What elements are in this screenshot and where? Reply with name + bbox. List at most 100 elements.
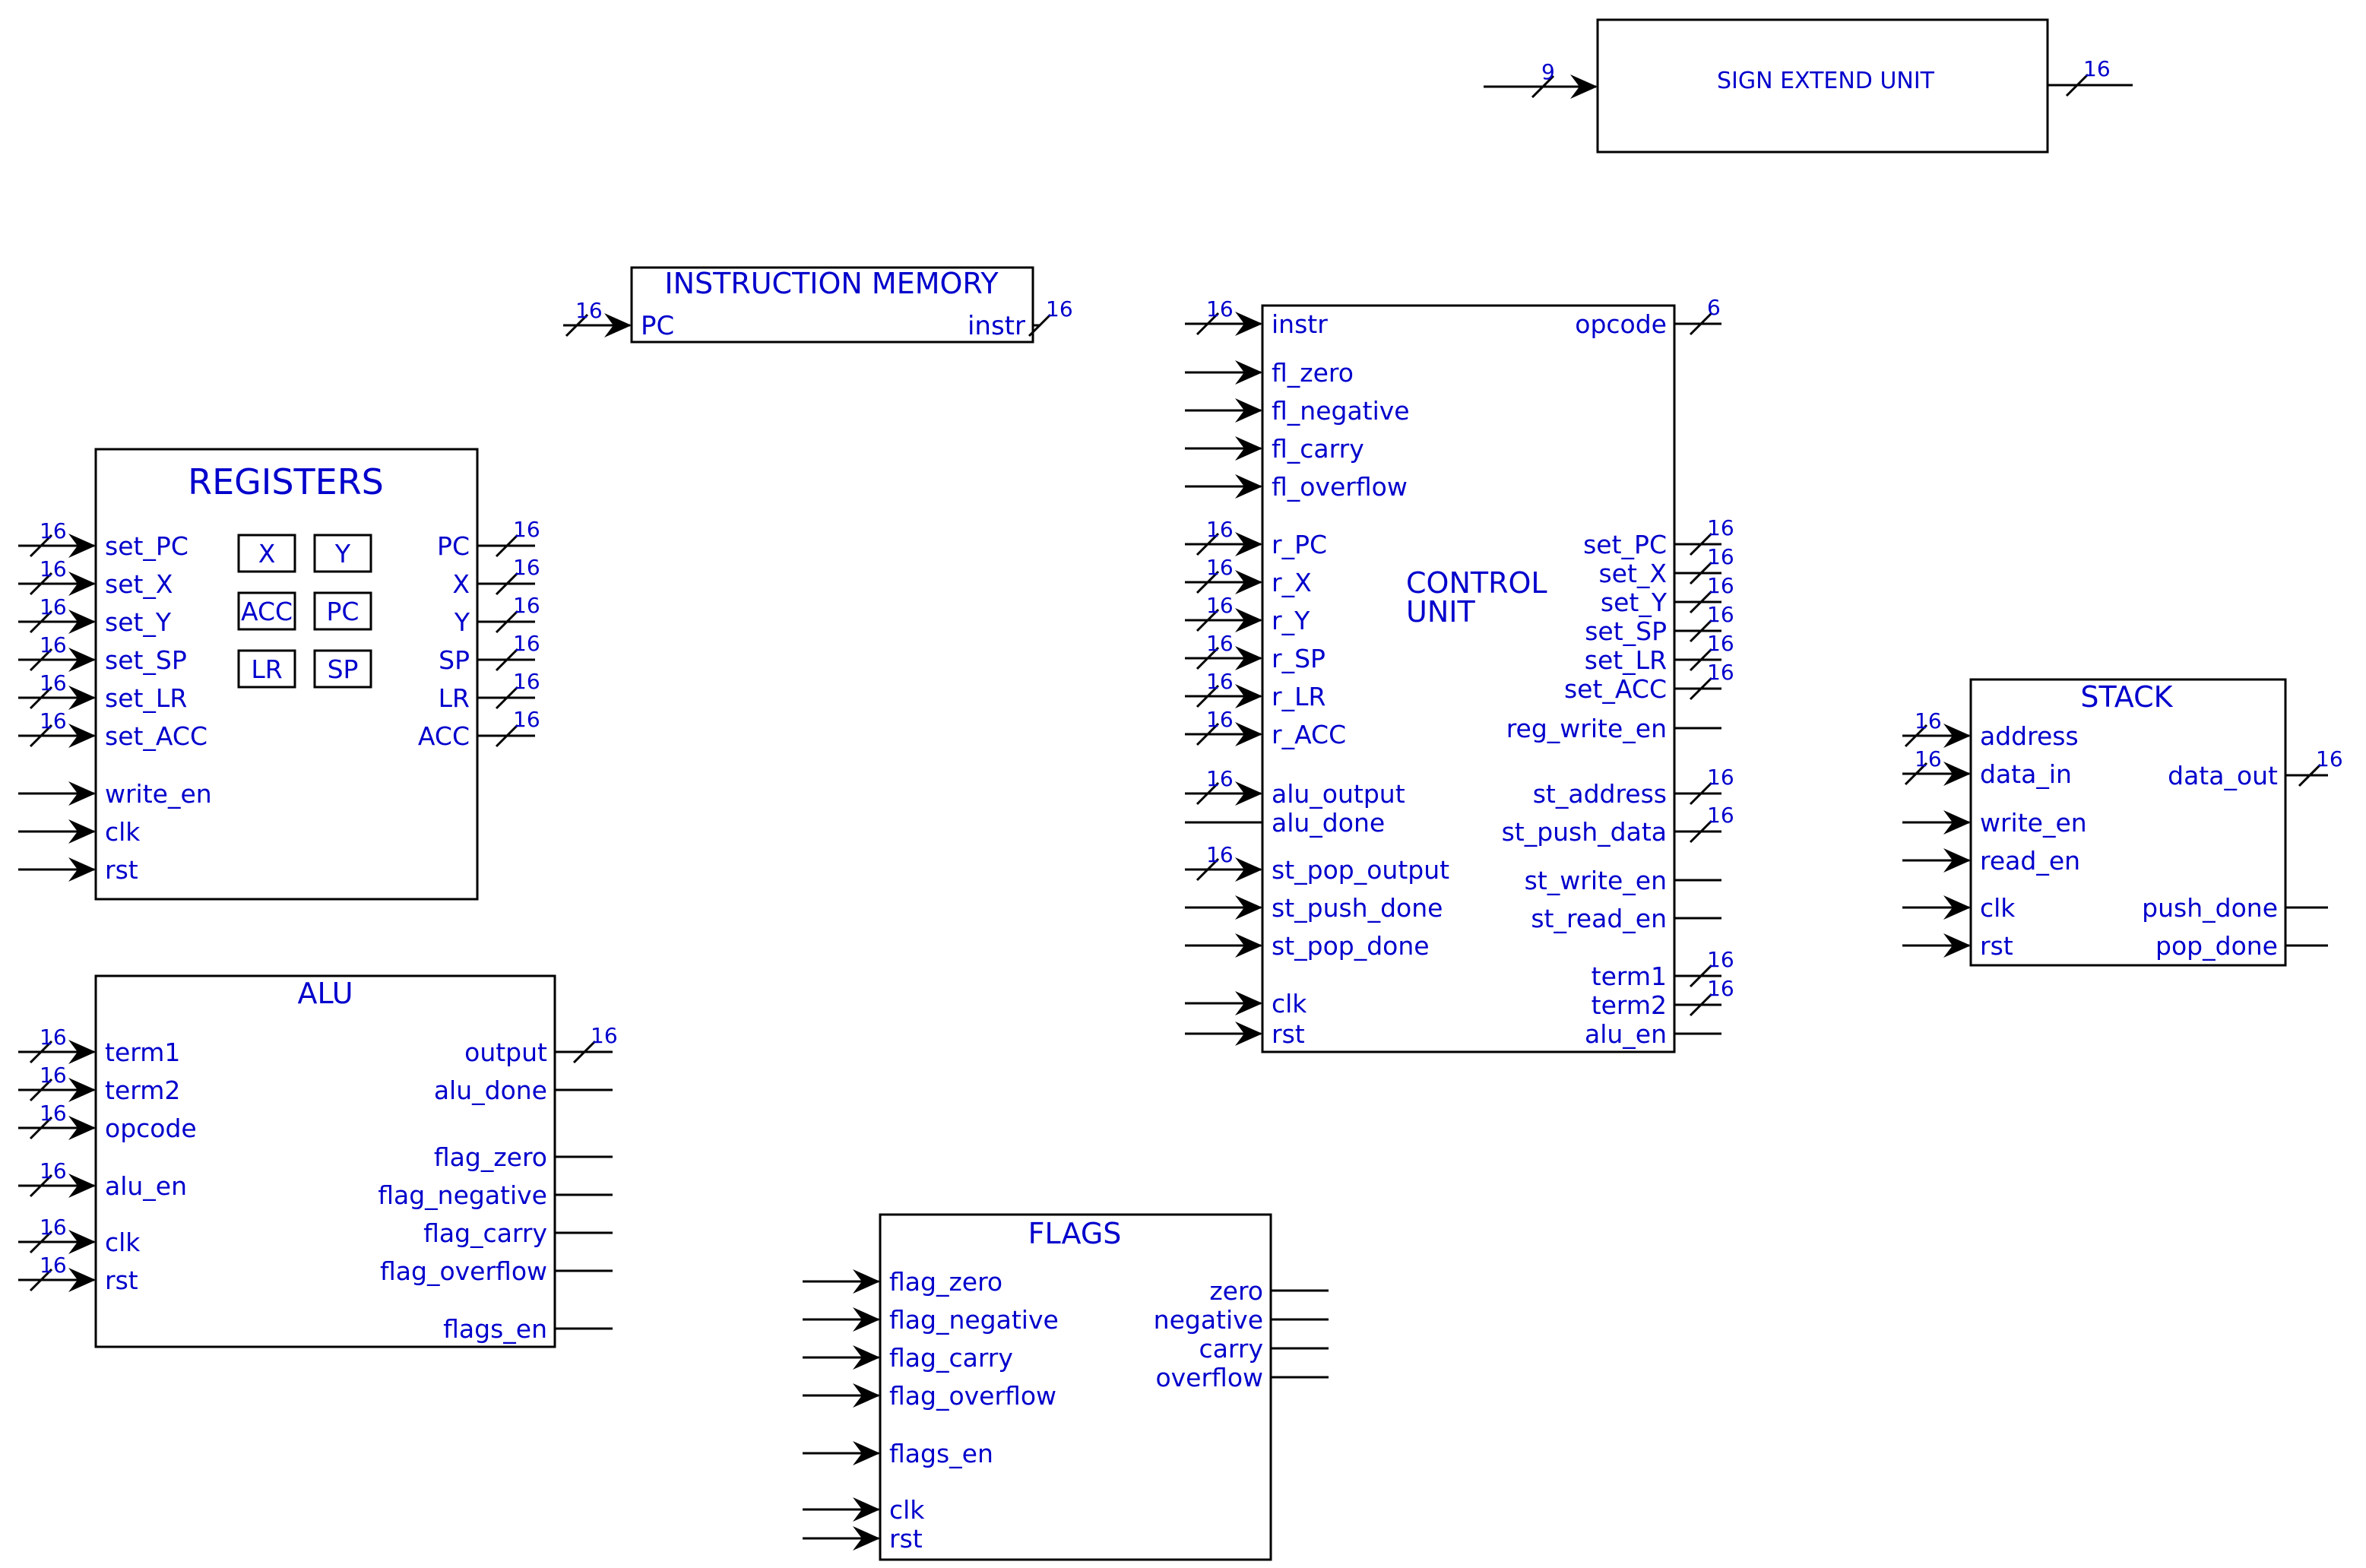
registers-in-set-acc-arrow bbox=[68, 724, 96, 748]
control-unit-in-clk-arrow bbox=[1235, 991, 1262, 1015]
sign-extend-box[interactable] bbox=[1596, 18, 2049, 154]
alu-box[interactable] bbox=[94, 974, 556, 1348]
registers-in-set-lr-label: set_LR bbox=[105, 683, 187, 713]
stack-out-data-out-bus-slash bbox=[2298, 763, 2322, 787]
control-unit-in-fl-negative-arrow bbox=[1235, 398, 1262, 423]
control-unit-in-r-sp-width: 16 bbox=[1206, 631, 1234, 656]
control-unit-out-set-y-label: set_Y bbox=[1601, 588, 1668, 617]
control-unit-in-fl-overflow-label: fl_overflow bbox=[1272, 472, 1408, 502]
sign-extend-title: SIGN EXTEND UNIT bbox=[1717, 68, 1935, 94]
registers-in-set-sp-label: set_SP bbox=[105, 645, 187, 675]
control-unit-in-r-lr-arrow bbox=[1235, 684, 1262, 708]
block-alu: ALU16term116term216opcode16alu_en16clk16… bbox=[18, 974, 618, 1348]
control-unit-out-set-pc-width: 16 bbox=[1707, 515, 1734, 540]
stack-in-address-bus-slash bbox=[1904, 724, 1928, 748]
alu-in-alu-en-width: 16 bbox=[40, 1158, 67, 1183]
alu-in-clk-bus-slash bbox=[29, 1230, 53, 1254]
control-unit-out-st-read-en-label: st_read_en bbox=[1531, 904, 1667, 933]
control-unit-in-r-x-label: r_X bbox=[1272, 568, 1312, 597]
register-cell-sp-label: SP bbox=[328, 654, 359, 684]
control-unit-out-set-pc-bus-slash bbox=[1689, 532, 1713, 556]
control-unit-out-st-address-bus-slash bbox=[1689, 781, 1713, 806]
instruction-memory-out-instr-bus-slash bbox=[1028, 313, 1052, 337]
stack-in-write-en-label: write_en bbox=[1980, 808, 2087, 838]
registers-out-x-width: 16 bbox=[513, 555, 540, 580]
control-unit-in-r-x-arrow bbox=[1235, 570, 1262, 594]
stack-out-push-done-label: push_done bbox=[2142, 893, 2278, 923]
alu-out-flag-zero-label: flag_zero bbox=[434, 1142, 547, 1172]
stack-in-address-width: 16 bbox=[1915, 708, 1942, 733]
flags-out-overflow-label: overflow bbox=[1155, 1363, 1263, 1392]
registers-in-set-x-label: set_X bbox=[105, 569, 173, 599]
control-unit-out-opcode-bus-slash bbox=[1689, 312, 1713, 336]
alu-in-rst-width: 16 bbox=[40, 1253, 67, 1278]
control-unit-in-rst-arrow bbox=[1235, 1022, 1262, 1046]
alu-in-term1-arrow bbox=[68, 1040, 96, 1064]
stack-in-read-en-label: read_en bbox=[1980, 846, 2080, 876]
control-unit-out-opcode-width: 6 bbox=[1707, 295, 1721, 320]
registers-out-pc-width: 16 bbox=[513, 517, 540, 542]
flags-out-zero-label: zero bbox=[1209, 1276, 1263, 1306]
instruction-memory-box[interactable] bbox=[630, 266, 1034, 344]
sign-extend-in-input-bus-slash bbox=[1531, 74, 1555, 99]
flags-in-flag-overflow-arrow bbox=[853, 1383, 880, 1408]
control-unit-out-opcode-label: opcode bbox=[1575, 309, 1667, 339]
control-unit-in-st-push-done-arrow bbox=[1235, 895, 1262, 920]
stack-out-pop-done-label: pop_done bbox=[2155, 931, 2278, 961]
control-unit-out-alu-en-label: alu_en bbox=[1585, 1019, 1667, 1049]
alu-in-term1-width: 16 bbox=[40, 1025, 67, 1050]
instruction-memory-in-pc-bus-slash bbox=[565, 313, 589, 337]
register-cell-y-label: Y bbox=[334, 539, 351, 569]
sign-extend-in-input-arrow bbox=[1570, 74, 1598, 99]
alu-in-term2-label: term2 bbox=[105, 1075, 180, 1105]
instruction-memory-title: INSTRUCTION MEMORY bbox=[664, 267, 999, 300]
stack-in-clk-label: clk bbox=[1980, 893, 2016, 923]
control-unit-in-r-y-bus-slash bbox=[1196, 608, 1220, 632]
control-unit-in-fl-negative-label: fl_negative bbox=[1272, 396, 1410, 426]
registers-in-set-y-width: 16 bbox=[40, 594, 67, 619]
flags-out-negative-label: negative bbox=[1154, 1305, 1263, 1335]
control-unit-out-set-lr-label: set_LR bbox=[1585, 645, 1667, 675]
flags-box[interactable] bbox=[879, 1213, 1272, 1561]
registers-out-x-label: X bbox=[452, 569, 470, 599]
control-unit-out-set-x-width: 16 bbox=[1707, 544, 1734, 569]
block-flags: FLAGSflag_zeroflag_negativeflag_carryfla… bbox=[803, 1213, 1329, 1561]
registers-in-set-lr-arrow bbox=[68, 686, 96, 710]
stack-in-data-in-arrow bbox=[1943, 762, 1971, 786]
registers-in-rst-arrow bbox=[68, 857, 96, 882]
flags-title: FLAGS bbox=[1028, 1217, 1122, 1250]
sign-extend-out-output-width: 16 bbox=[2083, 56, 2111, 81]
alu-in-clk-width: 16 bbox=[40, 1215, 67, 1240]
sign-extend-out-output-bus-slash bbox=[2065, 73, 2089, 97]
control-unit-in-r-pc-label: r_PC bbox=[1272, 530, 1327, 559]
control-unit-in-alu-done-label: alu_done bbox=[1272, 808, 1385, 838]
registers-in-set-pc-bus-slash bbox=[29, 534, 53, 558]
control-unit-in-instr-label: instr bbox=[1272, 309, 1328, 339]
control-unit-out-st-push-data-width: 16 bbox=[1707, 803, 1734, 828]
control-unit-in-r-pc-bus-slash bbox=[1196, 532, 1220, 556]
control-unit-out-set-pc-label: set_PC bbox=[1583, 530, 1667, 559]
control-unit-in-alu-output-arrow bbox=[1235, 781, 1262, 806]
registers-in-set-pc-width: 16 bbox=[40, 518, 67, 543]
registers-out-lr-width: 16 bbox=[513, 669, 540, 694]
control-unit-out-set-sp-label: set_SP bbox=[1585, 616, 1667, 646]
control-unit-in-r-pc-width: 16 bbox=[1206, 517, 1234, 542]
stack-in-read-en-arrow bbox=[1943, 848, 1971, 873]
alu-out-output-label: output bbox=[464, 1037, 547, 1067]
control-unit-in-r-y-label: r_Y bbox=[1272, 606, 1310, 635]
registers-out-sp-bus-slash bbox=[495, 648, 519, 672]
control-unit-out-set-sp-width: 16 bbox=[1707, 602, 1734, 627]
stack-in-rst-arrow bbox=[1943, 933, 1971, 958]
control-unit-box[interactable] bbox=[1261, 304, 1676, 1053]
alu-in-rst-arrow bbox=[68, 1268, 96, 1292]
registers-out-y-label: Y bbox=[454, 607, 470, 637]
stack-out-data-out-width: 16 bbox=[2316, 746, 2343, 771]
control-unit-in-fl-carry-label: fl_carry bbox=[1272, 434, 1364, 464]
registers-in-set-acc-bus-slash bbox=[29, 724, 53, 748]
control-unit-in-alu-output-bus-slash bbox=[1196, 781, 1220, 806]
control-unit-out-st-push-data-label: st_push_data bbox=[1502, 817, 1667, 847]
stack-box[interactable] bbox=[1969, 678, 2287, 967]
alu-out-flags-en-label: flags_en bbox=[443, 1314, 547, 1344]
control-unit-in-r-x-bus-slash bbox=[1196, 570, 1220, 594]
